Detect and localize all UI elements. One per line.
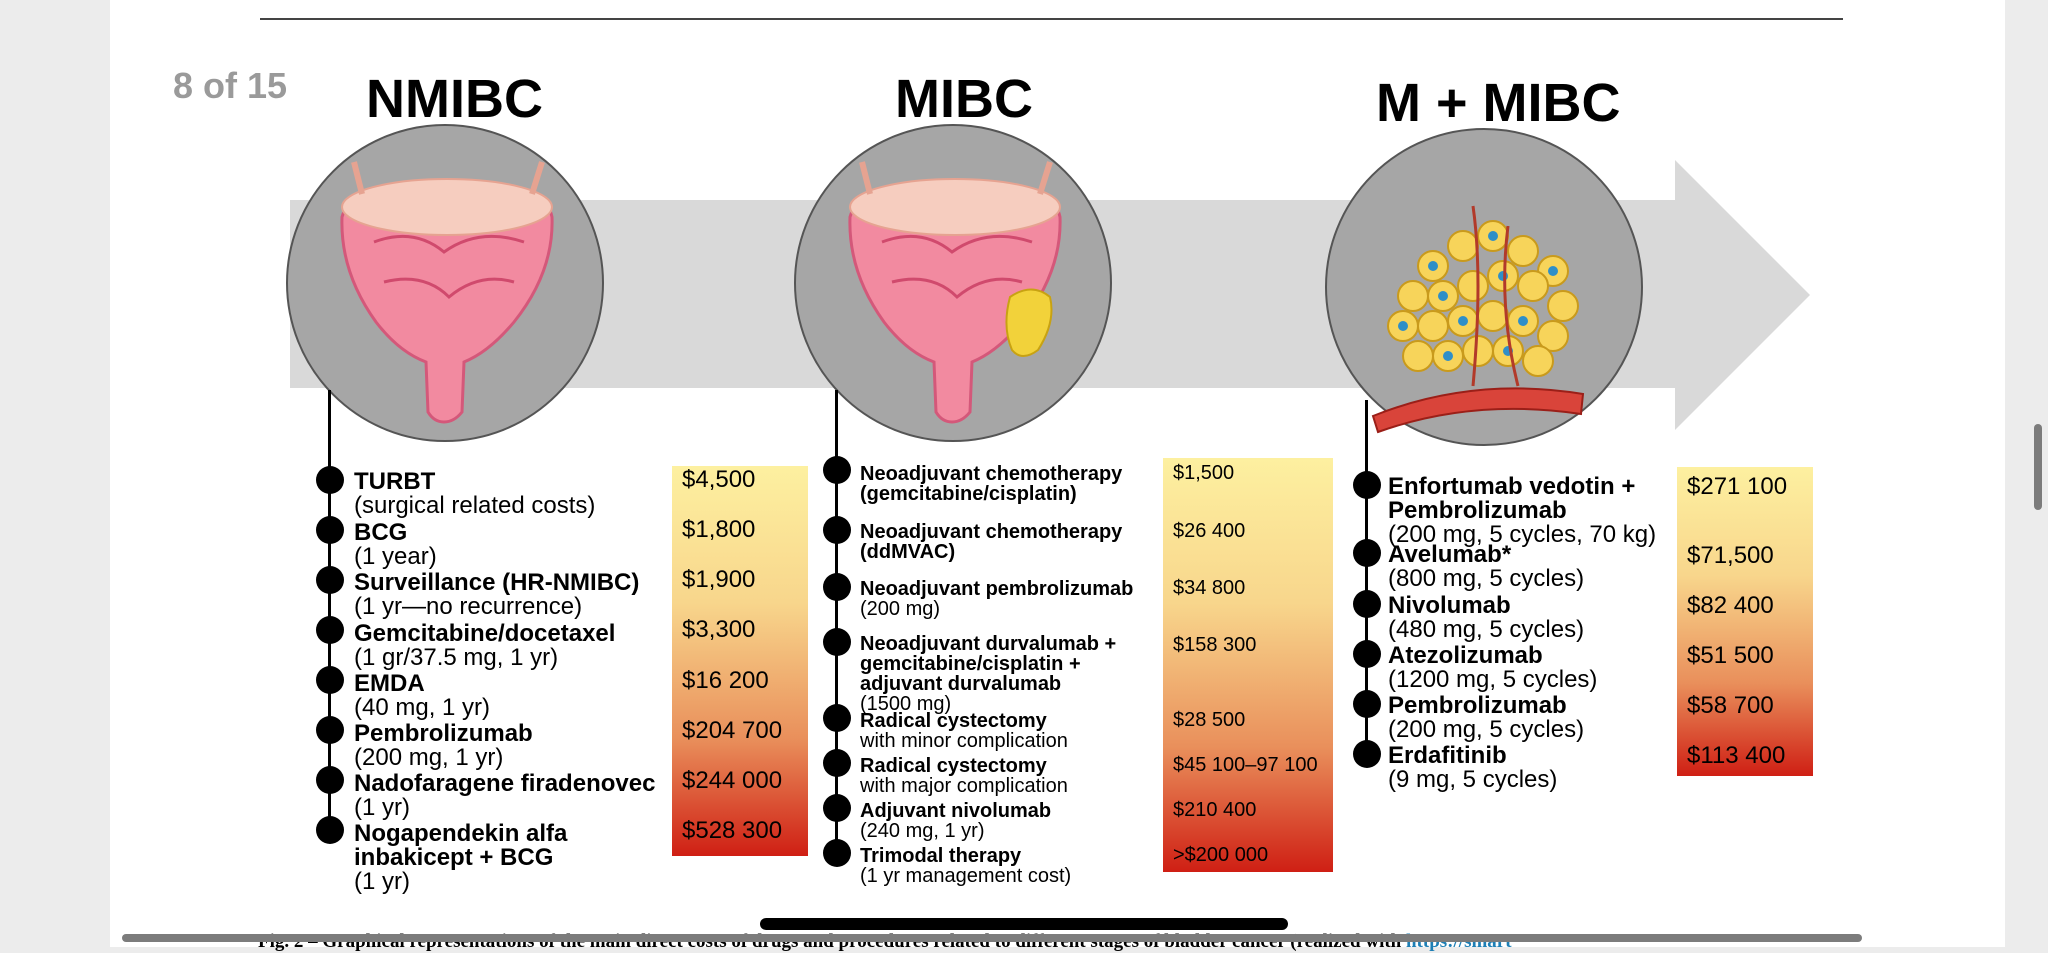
cost-value: $3,300 [682, 616, 756, 643]
cost-value: $244 000 [682, 767, 783, 794]
list-item: Neoadjuvant pembrolizumab (200 mg) [860, 578, 1134, 620]
bladder-tumor-illustration-icon [794, 124, 1112, 442]
home-indicator[interactable] [760, 918, 1288, 930]
timeline-line [835, 390, 838, 852]
list-item: Adjuvant nivolumab (240 mg, 1 yr) [860, 800, 1052, 842]
list-item: Nadofaragene firadenovec (1 yr) [354, 770, 656, 821]
list-item: Pembrolizumab (200 mg, 5 cycles) [1388, 692, 1585, 743]
timeline-dot [316, 616, 344, 644]
list-item: Erdafitinib (9 mg, 5 cycles) [1388, 742, 1558, 793]
cost-value: $82 400 [1687, 592, 1774, 619]
cost-value: $113 400 [1687, 742, 1786, 769]
cost-value: $528 300 [682, 817, 783, 844]
top-rule [260, 18, 1843, 20]
timeline-line [1365, 400, 1368, 758]
timeline-line [328, 390, 331, 830]
timeline-dot [316, 716, 344, 744]
timeline-dot [823, 456, 851, 484]
list-item: EMDA (40 mg, 1 yr) [354, 670, 491, 721]
cost-value: $204 700 [682, 717, 783, 744]
timeline-dot [316, 566, 344, 594]
timeline-dot [1353, 590, 1381, 618]
cost-value: $271 100 [1687, 473, 1788, 500]
timeline-dot [1353, 471, 1381, 499]
cost-value: $34 800 [1173, 577, 1246, 599]
stage-title-nmibc: NMIBC [366, 69, 543, 129]
cost-value: $51 500 [1687, 642, 1774, 669]
cost-value: $1,500 [1173, 462, 1235, 484]
timeline-dot [823, 749, 851, 777]
cost-value: $28 500 [1173, 709, 1246, 731]
list-item: Atezolizumab (1200 mg, 5 cycles) [1388, 642, 1598, 693]
timeline-dot [1353, 539, 1381, 567]
cost-value: $1,900 [682, 566, 756, 593]
bladder-illustration-icon [286, 124, 604, 442]
stage-title-m-mibc: M + MIBC [1376, 73, 1621, 133]
list-item: Gemcitabine/docetaxel (1 gr/37.5 mg, 1 y… [354, 620, 616, 671]
page-indicator: 8 of 15 [173, 65, 288, 106]
list-item: Avelumab* (800 mg, 5 cycles) [1388, 541, 1585, 592]
timeline-dot [1353, 640, 1381, 668]
timeline-dot [316, 666, 344, 694]
list-item: Trimodal therapy (1 yr management cost) [860, 845, 1072, 887]
timeline-dot [823, 794, 851, 822]
cost-value: $58 700 [1687, 692, 1774, 719]
timeline-dot [316, 766, 344, 794]
list-item: TURBT (surgical related costs) [354, 468, 596, 519]
list-item: BCG (1 year) [354, 519, 437, 570]
timeline-dot [1353, 690, 1381, 718]
list-item: Pembrolizumab (200 mg, 1 yr) [354, 720, 533, 771]
list-item: Radical cystectomy with minor complicati… [860, 710, 1068, 752]
list-item: Nogapendekin alfa inbakicept + BCG (1 yr… [354, 820, 568, 895]
list-item: Neoadjuvant chemotherapy (ddMVAC) [860, 521, 1123, 563]
cost-gradient-box: $1,500 $26 400 $34 800 $158 300 $28 500 … [1163, 458, 1333, 872]
timeline-dot [316, 816, 344, 844]
list-item: Nivolumab (480 mg, 5 cycles) [1388, 592, 1585, 643]
metastatic-cell-cluster-illustration-icon [1325, 128, 1643, 446]
timeline-dot [316, 466, 344, 494]
timeline-dot [823, 516, 851, 544]
cost-value: $4,500 [682, 466, 756, 493]
cost-gradient-box: $4,500 $1,800 $1,900 $3,300 $16 200 $204… [672, 466, 808, 856]
cost-gradient-box: $271 100 $71,500 $82 400 $51 500 $58 700… [1677, 467, 1813, 776]
cost-value: $158 300 [1173, 634, 1257, 656]
cost-value: >$200 000 [1173, 844, 1269, 866]
horizontal-scrollbar[interactable] [122, 934, 1862, 942]
stage-title-mibc: MIBC [895, 69, 1033, 129]
cost-value: $26 400 [1173, 520, 1246, 542]
cost-value: $210 400 [1173, 799, 1257, 821]
cost-value: $1,800 [682, 516, 756, 543]
cost-value: $16 200 [682, 667, 769, 694]
cost-value: $71,500 [1687, 542, 1774, 569]
list-item: Radical cystectomy with major complicati… [860, 755, 1068, 797]
document-page: 8 of 15 NMIBC MIBC M + MIBC [110, 0, 2005, 952]
timeline-dot [1353, 740, 1381, 768]
timeline-dot [823, 628, 851, 656]
cost-value: $45 100–97 100 [1173, 754, 1318, 776]
list-item: Neoadjuvant durvalumab + gemcitabine/cis… [860, 633, 1117, 715]
timeline-dot [823, 704, 851, 732]
timeline-dot [823, 573, 851, 601]
list-item: Neoadjuvant chemotherapy (gemcitabine/ci… [860, 463, 1123, 505]
timeline-dot [823, 839, 851, 867]
list-item: Enfortumab vedotin + Pembrolizumab (200 … [1388, 473, 1657, 548]
list-item: Surveillance (HR-NMIBC) (1 yr—no recurre… [354, 569, 640, 620]
timeline-dot [316, 516, 344, 544]
vertical-scrollbar[interactable] [2034, 424, 2042, 510]
